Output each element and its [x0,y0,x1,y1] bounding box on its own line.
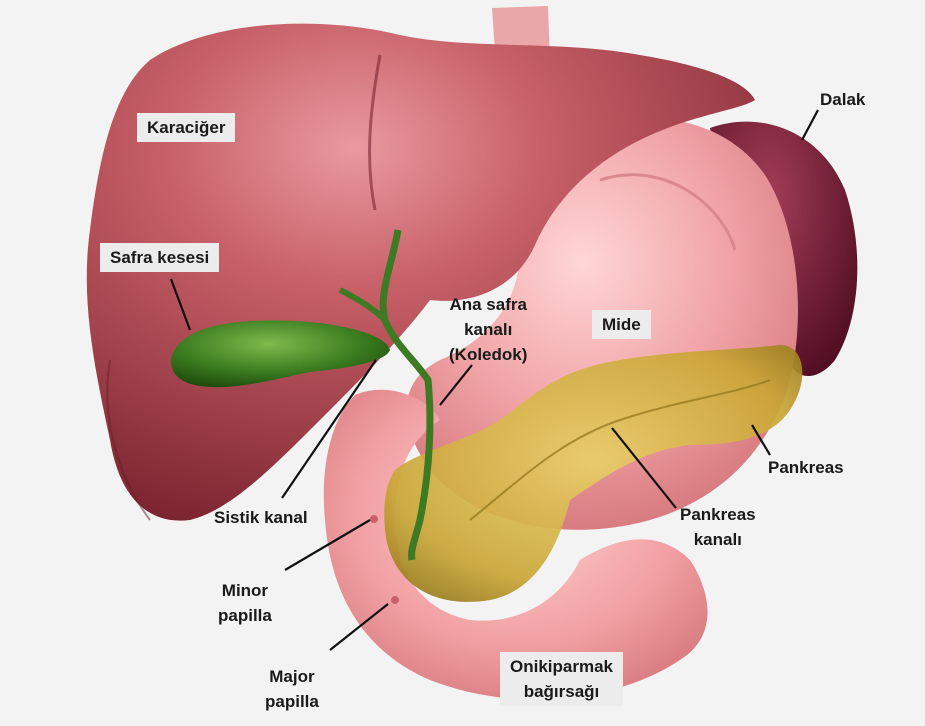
label-line: papilla [265,689,319,714]
label-duodenum: Onikiparmak bağırsağı [500,652,623,706]
label-gallbladder: Safra kesesi [100,243,219,272]
label-minor-papilla: Minor papilla [218,578,272,628]
label-pancreas: Pankreas [768,455,844,480]
label-spleen: Dalak [820,87,865,112]
label-line: (Koledok) [449,342,527,367]
label-line: Onikiparmak [510,654,613,679]
label-line: Major [265,664,319,689]
label-pancreatic-duct: Pankreas kanalı [680,502,756,552]
label-line: Ana safra [449,292,527,317]
label-liver: Karaciğer [137,113,235,142]
label-cystic-duct: Sistik kanal [214,505,308,530]
label-line: papilla [218,603,272,628]
label-line: Minor [218,578,272,603]
label-major-papilla: Major papilla [265,664,319,714]
label-line: kanalı [680,527,756,552]
label-line: bağırsağı [510,679,613,704]
label-line: kanalı [449,317,527,342]
label-common-bile-duct: Ana safra kanalı (Koledok) [449,292,527,367]
label-line: Pankreas [680,502,756,527]
label-stomach: Mide [592,310,651,339]
